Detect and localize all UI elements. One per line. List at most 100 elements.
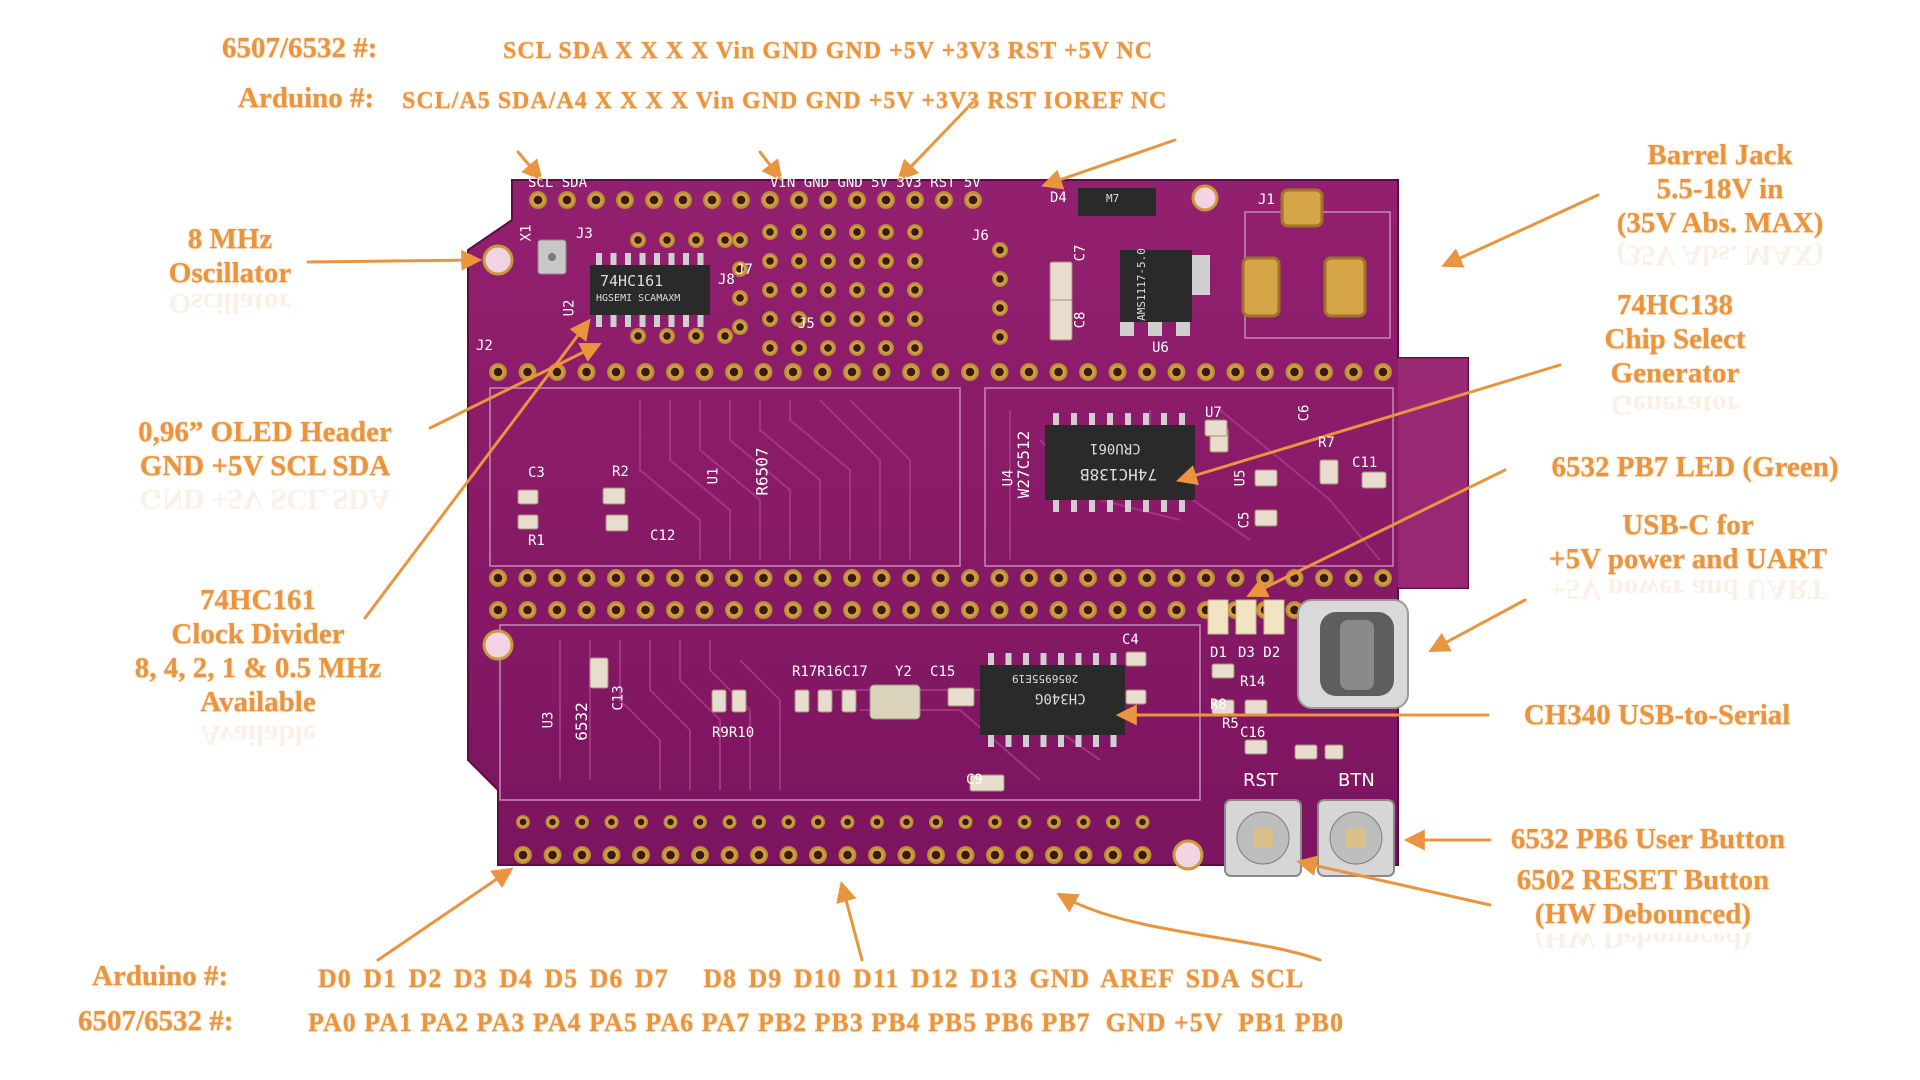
header-pin: [956, 846, 975, 864]
header-pin: [784, 601, 802, 619]
header-pin: [725, 601, 743, 619]
silk-u5: U5: [1232, 469, 1249, 487]
reset-button-body[interactable]: [1224, 799, 1302, 877]
header-pin: [616, 191, 634, 209]
header-pin: [516, 815, 530, 829]
arrow-top-vin: [758, 150, 783, 182]
silk-c9: C9: [966, 772, 983, 788]
top-left-header-pins: [529, 191, 750, 209]
header-pin: [604, 815, 619, 829]
header-pin: [811, 815, 825, 829]
barrel-pad-top: [1280, 188, 1324, 228]
header-pin: [990, 363, 1009, 381]
chip-ch340: [980, 653, 1125, 747]
chip-leg: [1125, 413, 1131, 425]
header-pin: [695, 601, 714, 619]
header-pin: [602, 846, 621, 864]
header-pin: [878, 282, 894, 298]
header-pin: [732, 232, 748, 248]
header-pin: [1285, 363, 1304, 381]
header-pin: [849, 311, 865, 327]
header-pin: [1226, 569, 1245, 587]
clock-line-3: 8, 4, 2, 1 & 0.5 MHz: [134, 652, 382, 684]
chip-leg: [683, 253, 689, 265]
header-pin: [1315, 363, 1333, 381]
header-pin: [935, 191, 953, 209]
clock-line-4: Available: [200, 686, 316, 718]
arrow-bottom-d0: [376, 867, 514, 962]
chip-select-line-3: Generator: [1610, 357, 1740, 389]
header-pin: [1045, 846, 1063, 864]
reset-line-1: 6502 RESET Button: [1516, 864, 1770, 896]
chip-leg: [697, 315, 704, 327]
arrow-reset-button: [1295, 855, 1492, 907]
chip-leg: [654, 253, 660, 265]
header-pin: [720, 846, 739, 864]
header-pin: [1017, 815, 1032, 829]
header-pin: [1133, 846, 1152, 864]
header-pin: [1079, 363, 1097, 381]
callout-usbc: USB-C for +5V power and UART: [1498, 508, 1878, 576]
smd-component: [1049, 299, 1073, 341]
top-arduino-pins: SCL/A5 SDA/A4 X X X X Vin GND GND +5V +3…: [402, 88, 1168, 114]
header-pin: [784, 363, 802, 381]
led-line-1: 6532 PB7 LED (Green): [1551, 451, 1839, 483]
header-pin: [1104, 846, 1122, 864]
cpu-section-outline: [489, 387, 961, 567]
chip-select-reflection: Generator: [1610, 392, 1740, 421]
header-pin: [1049, 601, 1068, 619]
header-pin: [906, 191, 924, 209]
user-button-body[interactable]: [1317, 799, 1395, 877]
header-pin: [663, 815, 678, 829]
chip-leg: [596, 315, 602, 327]
header-pin: [762, 311, 778, 327]
header-pin: [666, 601, 684, 619]
header-pin: [1344, 569, 1363, 587]
callout-reset-button: 6502 RESET Button (HW Debounced): [1488, 863, 1798, 931]
header-pin: [518, 601, 537, 619]
header-pin: [548, 569, 566, 587]
silk-bottom-header: 5V SDA SCL: [1070, 882, 1155, 898]
bottom-mcu-label: 6507/6532 #:: [78, 1005, 234, 1037]
header-pin: [1226, 363, 1245, 381]
header-pin: [992, 271, 1008, 287]
header-pin: [762, 253, 778, 269]
header-pin: [1020, 601, 1038, 619]
header-pin: [577, 601, 596, 619]
chip-leg: [1161, 413, 1167, 425]
silk-top-header: SCL SDA: [528, 175, 588, 191]
chip-leg: [1058, 735, 1064, 747]
silk-c4: C4: [1122, 632, 1139, 648]
mount-hole-br: [1172, 839, 1204, 871]
header-pin: [645, 191, 663, 209]
header-pin: [636, 363, 655, 381]
silk-j5: J5: [798, 316, 815, 332]
clock-reflection: Available: [200, 722, 316, 751]
silk-c5: C5: [1236, 511, 1253, 529]
silk-power-header: VIN GND GND 5V 3V3 RST 5V: [770, 175, 981, 191]
header-pin: [558, 191, 576, 209]
header-pin: [819, 191, 837, 209]
header-pin: [732, 261, 748, 277]
header-pin: [1108, 601, 1127, 619]
oscillator-line-1: 8 MHz: [187, 223, 273, 255]
u2-marking: 74HC161: [600, 272, 664, 290]
silk-c12: C12: [650, 528, 676, 544]
usbc-reflection: +5V power and UART: [1549, 578, 1827, 605]
header-pin: [870, 815, 884, 829]
callout-user-button: 6532 PB6 User Button: [1478, 822, 1818, 856]
header-pin: [587, 191, 605, 209]
header-pin: [931, 601, 950, 619]
header-pin: [791, 311, 807, 327]
header-pin: [632, 846, 650, 864]
clock-line-2: Clock Divider: [171, 618, 345, 650]
callout-arrows: [306, 98, 1600, 962]
header-pin: [848, 191, 866, 209]
header-pin: [872, 601, 891, 619]
chip-leg: [596, 253, 602, 265]
header-pin: [992, 242, 1008, 258]
header-pin: [695, 569, 714, 587]
mount-hole-tr: [1191, 184, 1219, 212]
callout-barrel-jack: Barrel Jack 5.5-18V in (35V Abs. MAX): [1570, 138, 1870, 240]
header-pin: [843, 363, 861, 381]
